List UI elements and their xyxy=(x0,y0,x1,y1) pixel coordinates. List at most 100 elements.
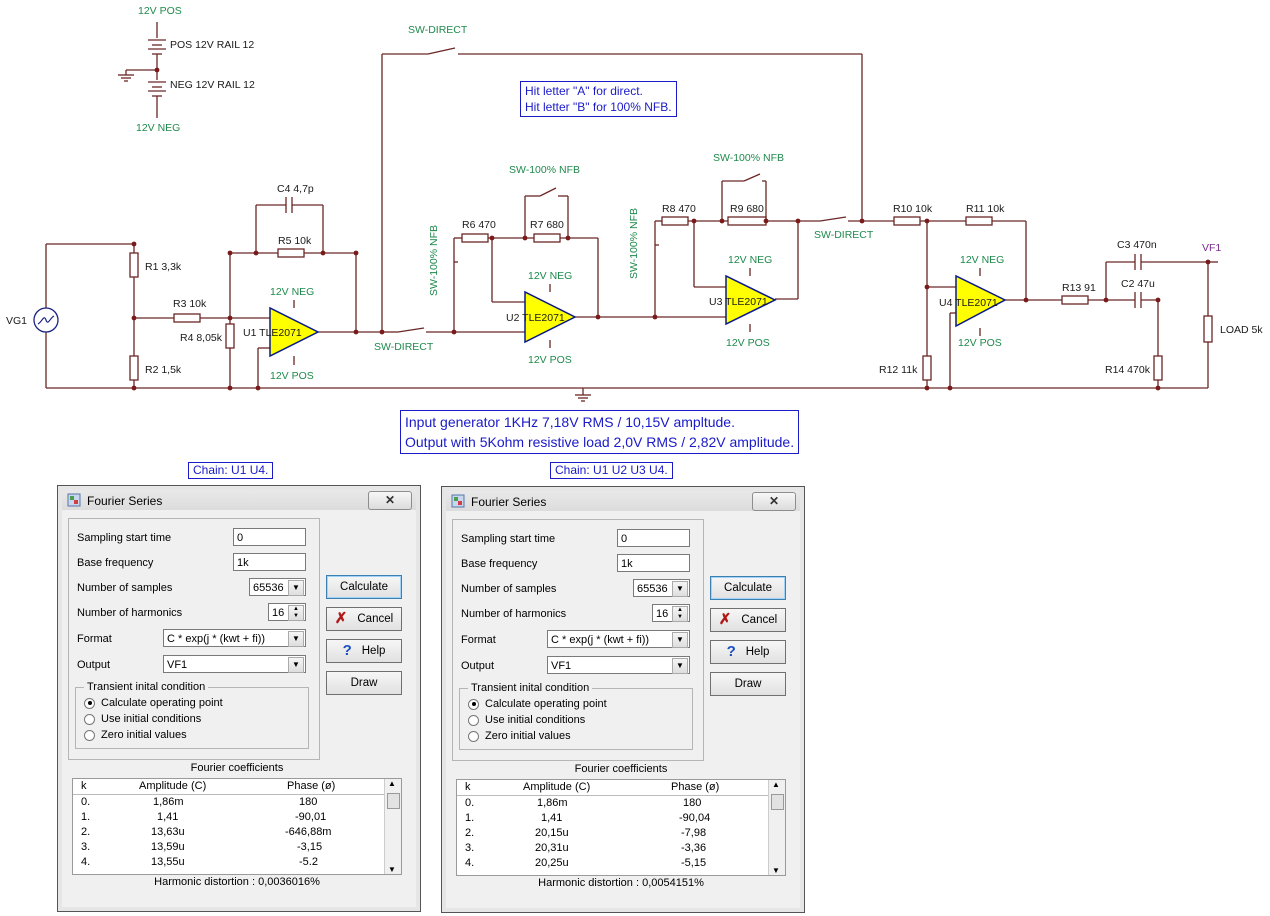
close-button[interactable]: ✕ xyxy=(752,492,796,511)
chevron-down-icon[interactable]: ▼ xyxy=(288,657,304,673)
row-amplitude: 20,25u xyxy=(535,857,569,869)
spin-arrows-icon[interactable]: ▲▼ xyxy=(288,605,304,621)
scroll-up-icon[interactable]: ▲ xyxy=(388,779,396,788)
spin-arrows-icon[interactable]: ▲▼ xyxy=(672,606,688,622)
sw-direct-mid-label: SW-DIRECT xyxy=(374,341,434,353)
row-k: 1. xyxy=(465,812,475,824)
radio-initial-conditions[interactable]: Use initial conditions xyxy=(84,713,201,725)
col-amplitude: Amplitude (C) xyxy=(139,780,207,792)
base-frequency-input[interactable]: 1k xyxy=(617,554,690,572)
chevron-down-icon[interactable]: ▼ xyxy=(288,580,304,596)
cancel-button[interactable]: ✗Cancel xyxy=(710,608,786,632)
table-row[interactable]: 4. 13,55u -5.2 xyxy=(73,855,385,870)
sw-nfb-top-2-label: SW-100% NFB xyxy=(509,164,580,176)
format-select[interactable]: C * exp(j * (kwt + fi))▼ xyxy=(163,629,306,647)
scroll-up-icon[interactable]: ▲ xyxy=(772,780,780,789)
u1-neg-label: 12V NEG xyxy=(270,286,314,298)
dialog-titlebar[interactable]: Fourier Series ✕ xyxy=(446,491,800,511)
u3-neg-label: 12V NEG xyxy=(728,254,772,266)
coefficients-table[interactable]: k Amplitude (C) Phase (ø) 0. 1,86m 180 1… xyxy=(456,779,786,876)
draw-button[interactable]: Draw xyxy=(326,671,402,695)
distortion-label: Harmonic distortion : xyxy=(154,876,256,888)
calculate-button[interactable]: Calculate xyxy=(710,576,786,600)
sw-direct-top-label: SW-DIRECT xyxy=(408,24,468,36)
base-frequency-input[interactable]: 1k xyxy=(233,553,306,571)
harmonic-distortion: Harmonic distortion : 0,0054151% xyxy=(452,877,790,889)
help-label: Help xyxy=(361,645,386,658)
row-phase: 180 xyxy=(683,797,702,809)
radio-initial-conditions[interactable]: Use initial conditions xyxy=(468,714,585,726)
coefficients-table[interactable]: k Amplitude (C) Phase (ø) 0. 1,86m 180 1… xyxy=(72,778,402,875)
row-k: 4. xyxy=(81,856,91,868)
supply-pos-label: 12V POS xyxy=(138,5,182,17)
table-row[interactable]: 3. 20,31u -3,36 xyxy=(457,841,769,856)
supply-neg-label: 12V NEG xyxy=(136,122,180,134)
samples-select[interactable]: 65536▼ xyxy=(633,579,690,597)
sw-direct-right-label: SW-DIRECT xyxy=(814,229,874,241)
table-scrollbar[interactable]: ▲ ▼ xyxy=(384,779,401,874)
fourier-dialog-left: Fourier Series ✕ Sampling start time 0 B… xyxy=(57,485,421,912)
transient-group-title: Transient inital condition xyxy=(84,681,209,693)
harmonics-spinner[interactable]: 16▲▼ xyxy=(652,604,690,622)
close-button[interactable]: ✕ xyxy=(368,491,412,510)
row-amplitude: 20,31u xyxy=(535,842,569,854)
samples-select[interactable]: 65536▼ xyxy=(249,578,306,596)
output-select[interactable]: VF1▼ xyxy=(163,655,306,673)
sampling-start-input[interactable]: 0 xyxy=(617,529,690,547)
scrollbar-thumb[interactable] xyxy=(771,794,784,810)
harmonics-spinner[interactable]: 16▲▼ xyxy=(268,603,306,621)
pos-rail-label: POS 12V RAIL 12 xyxy=(170,39,254,51)
row-amplitude: 13,55u xyxy=(151,856,185,868)
harmonics-value: 16 xyxy=(656,608,669,620)
table-row[interactable]: 0. 1,86m 180 xyxy=(73,795,385,810)
dialog-titlebar[interactable]: Fourier Series ✕ xyxy=(62,490,416,510)
radio-calculate-op[interactable]: Calculate operating point xyxy=(468,698,607,710)
table-row[interactable]: 2. 20,15u -7,98 xyxy=(457,826,769,841)
cancel-label: Cancel xyxy=(741,614,778,627)
table-row[interactable]: 1. 1,41 -90,04 xyxy=(457,811,769,826)
chevron-down-icon[interactable]: ▼ xyxy=(288,631,304,647)
output-select[interactable]: VF1▼ xyxy=(547,656,690,674)
table-row[interactable]: 2. 13,63u -646,88m xyxy=(73,825,385,840)
neg-rail-label: NEG 12V RAIL 12 xyxy=(170,79,255,91)
opamp-u1 xyxy=(269,306,320,358)
calculate-button[interactable]: Calculate xyxy=(326,575,402,599)
row-amplitude: 1,86m xyxy=(537,797,568,809)
radio-zero-initial[interactable]: Zero initial values xyxy=(468,730,571,742)
measurement-note-line-1: Input generator 1KHz 7,18V RMS / 10,15V … xyxy=(405,414,735,430)
u3-label: U3 TLE2071 xyxy=(709,296,768,308)
help-label: Help xyxy=(745,646,770,659)
sampling-start-input[interactable]: 0 xyxy=(233,528,306,546)
table-row[interactable]: 3. 13,59u -3,15 xyxy=(73,840,385,855)
row-k: 0. xyxy=(81,796,91,808)
chevron-down-icon[interactable]: ▼ xyxy=(672,581,688,597)
opamp-u3 xyxy=(725,274,777,326)
help-button[interactable]: ?Help xyxy=(326,639,402,663)
scrollbar-thumb[interactable] xyxy=(387,793,400,809)
table-row[interactable]: 1. 1,41 -90,01 xyxy=(73,810,385,825)
radio-label: Use initial conditions xyxy=(485,714,586,726)
r10-label: R10 10k xyxy=(893,203,933,215)
scroll-down-icon[interactable]: ▼ xyxy=(772,866,780,875)
radio-zero-initial[interactable]: Zero initial values xyxy=(84,729,187,741)
table-scrollbar[interactable]: ▲ ▼ xyxy=(768,780,785,875)
app-icon xyxy=(67,493,81,507)
table-row[interactable]: 0. 1,86m 180 xyxy=(457,796,769,811)
r3-label: R3 10k xyxy=(173,298,207,310)
table-row[interactable]: 4. 20,25u -5,15 xyxy=(457,856,769,871)
chevron-down-icon[interactable]: ▼ xyxy=(672,632,688,648)
sw-nfb-vertical-2-label: SW-100% NFB xyxy=(628,208,640,279)
radio-calculate-op[interactable]: Calculate operating point xyxy=(84,697,223,709)
u4-pos-label: 12V POS xyxy=(958,337,1002,349)
scroll-down-icon[interactable]: ▼ xyxy=(388,865,396,874)
help-button[interactable]: ?Help xyxy=(710,640,786,664)
distortion-value: 0,0036016% xyxy=(258,876,320,888)
u3-pos-label: 12V POS xyxy=(726,337,770,349)
u1-pos-label: 12V POS xyxy=(270,370,314,382)
chevron-down-icon[interactable]: ▼ xyxy=(672,658,688,674)
transient-group-title: Transient inital condition xyxy=(468,682,593,694)
circuit-schematic: 12V POS POS 12V RAIL 12 NEG 12V RAIL 12 … xyxy=(6,5,1263,402)
cancel-button[interactable]: ✗Cancel xyxy=(326,607,402,631)
format-select[interactable]: C * exp(j * (kwt + fi))▼ xyxy=(547,630,690,648)
draw-button[interactable]: Draw xyxy=(710,672,786,696)
